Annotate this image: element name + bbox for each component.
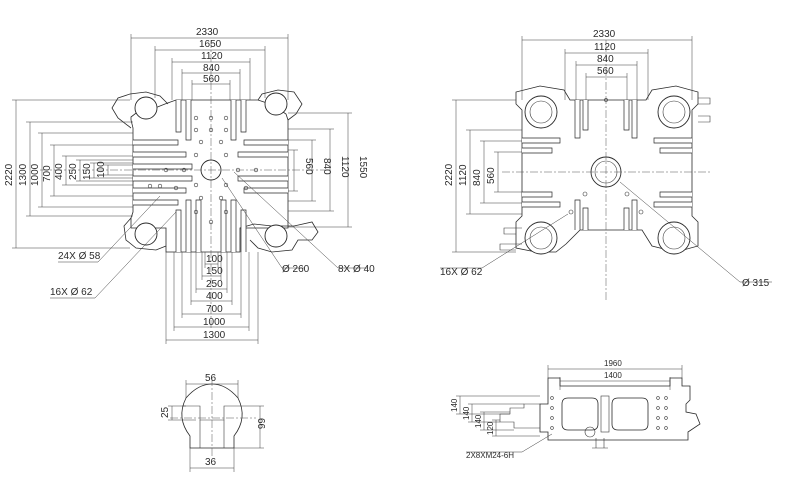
tiebar-connectors	[499, 97, 711, 251]
dim-right-2: 840	[321, 158, 332, 175]
tiebar-hole	[134, 222, 158, 246]
dim-top-3: 1120	[201, 51, 223, 62]
tslots-upper	[175, 100, 247, 141]
dim-left-2: 1120	[458, 164, 469, 186]
dim-left-4: 560	[486, 167, 497, 184]
dim-left-1: 2220	[4, 163, 15, 186]
dimensions-left: 2220 1300 1000 700 400 250 150	[4, 99, 133, 249]
tslots-right	[237, 139, 288, 194]
callout-corner-label: 8X Ø 40	[338, 264, 375, 275]
dim-bottom-4: 400	[206, 291, 223, 302]
dim-bottom-6: 1000	[203, 317, 226, 328]
tiebar-hole	[524, 95, 558, 129]
ear-upper-right	[257, 89, 303, 121]
platen-outline	[130, 99, 289, 253]
dim-top-2: 1650	[199, 39, 222, 50]
callout-center-label: Ø 260	[282, 264, 310, 275]
dim-inner-label: 1400	[604, 371, 622, 380]
dim-bottom-2: 150	[206, 266, 223, 277]
dim-top-3: 840	[597, 54, 614, 65]
callout-slots-label: 16X Ø 62	[50, 287, 93, 298]
window-right	[611, 397, 649, 431]
dim-top-4: 840	[203, 63, 220, 74]
dim-left-2: 1300	[18, 163, 29, 186]
platen-front-view-left: 2330 1650 1120 840 560 2220	[4, 27, 375, 344]
dim-right-4: 1550	[357, 156, 368, 179]
dim-right-1: 560	[303, 158, 314, 175]
center-rib	[600, 395, 610, 433]
center-boss	[584, 426, 596, 438]
dim-left-7: 150	[82, 163, 93, 180]
platen-front-view-right: 2330 1120 840 560 2220 1120	[440, 29, 772, 300]
dim-bottom-5: 700	[206, 304, 223, 315]
section-marker	[592, 438, 608, 449]
dimensions-bottom: 100 150 250 400 700 1000 1300	[165, 252, 259, 344]
tiebar-hole	[524, 221, 558, 255]
dimensions-left: 2220 1120 840 560	[444, 99, 522, 253]
callouts-left-view: 24X Ø 58 16X Ø 62 Ø 260 8X Ø 40	[50, 171, 375, 299]
dim-bottom-1: 100	[206, 254, 223, 265]
dim-width-label: 56	[205, 373, 217, 384]
dim-left-8: 100	[96, 161, 107, 178]
dim-top-1: 2330	[196, 27, 219, 38]
dimensions-top: 2330 1120 840 560	[521, 29, 693, 100]
tslots-upper	[574, 100, 638, 139]
tslots-side	[522, 137, 692, 208]
platen-side-section: 1960 1400 140 140 140 120 2X8XM24-6H	[450, 359, 701, 460]
dim-outer-label: 1960	[604, 359, 622, 368]
dim-top-1: 2330	[593, 29, 616, 40]
dim-left-4: 120	[486, 421, 495, 435]
dim-bottom-7: 1300	[203, 330, 226, 341]
tiebar-hole	[657, 221, 691, 255]
ear-upper-left	[111, 91, 169, 129]
dimensions-top: 2330 1650 1120 840 560	[130, 27, 289, 100]
dim-top-2: 1120	[594, 42, 616, 53]
dim-right-3: 1120	[339, 156, 350, 178]
dimensions-right: 560 840 1120 1550	[288, 112, 368, 228]
tiebar-hole	[264, 92, 288, 116]
screw-hole-pattern	[147, 115, 259, 225]
thread-holes	[550, 396, 668, 430]
callout-slots-label: 16X Ø 62	[440, 267, 483, 278]
dim-left-1: 140	[450, 398, 459, 412]
screw-hole-pattern	[568, 98, 644, 215]
dim-depth-label: 25	[160, 406, 171, 418]
dim-left-3: 1000	[30, 163, 41, 186]
ear-lower-left	[123, 217, 167, 251]
dim-top-5: 560	[203, 74, 220, 85]
dim-bottom-3: 250	[206, 279, 223, 290]
dim-left-4: 700	[42, 165, 53, 182]
dim-height-label: 66	[255, 418, 266, 430]
dim-left-1: 2220	[444, 163, 455, 186]
dim-top-4: 560	[597, 66, 614, 77]
tiebar-hole	[134, 96, 158, 120]
tslot-profile-detail: 56 25 66 36	[160, 373, 266, 472]
window-left	[561, 397, 599, 431]
section-outline	[539, 377, 701, 441]
thread-note: 2X8XM24-6H	[466, 451, 514, 460]
ear-lower-right	[239, 221, 319, 253]
tslots-left	[133, 139, 193, 206]
dim-left-3: 140	[474, 414, 483, 428]
dim-left-5: 400	[54, 163, 65, 180]
callout-center-label: Ø 315	[742, 278, 770, 289]
dim-left-6: 250	[68, 163, 79, 180]
tslots-lower	[574, 199, 638, 230]
tiebar-hole	[264, 224, 288, 248]
dim-left-2: 140	[462, 406, 471, 420]
dim-neck-label: 36	[205, 457, 217, 468]
dim-left-3: 840	[472, 169, 483, 186]
callout-holes-label: 24X Ø 58	[58, 251, 101, 262]
tiebar-hole	[657, 95, 691, 129]
callouts-right-view: 16X Ø 62 Ø 315	[440, 181, 772, 289]
